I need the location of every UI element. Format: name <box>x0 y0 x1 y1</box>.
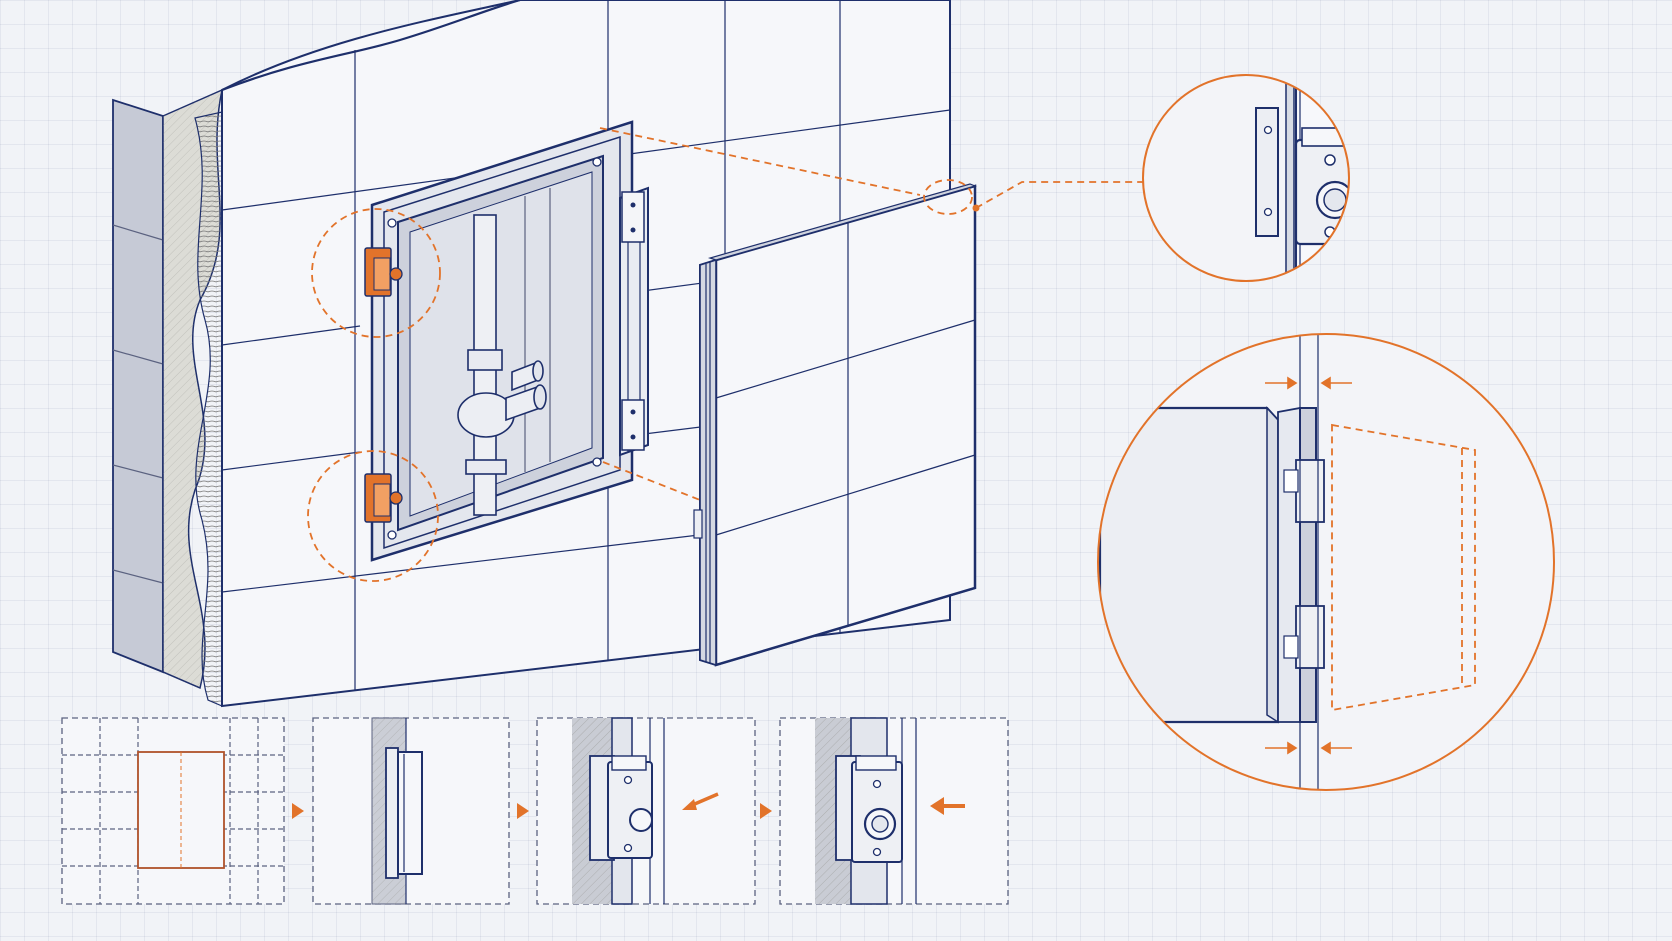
latch-lower-callout <box>307 450 439 582</box>
panel-tile-grid <box>715 222 976 626</box>
mounting-rail <box>619 186 649 457</box>
step-sequence <box>61 717 1009 905</box>
panel-corner-callout <box>923 179 973 215</box>
latch-upper <box>364 247 403 297</box>
step-2-panel <box>312 717 510 905</box>
wall-side-masonry <box>112 98 164 674</box>
tile-access-panel <box>693 179 977 667</box>
plumbing-pipe <box>457 214 547 516</box>
step-arrow-1 <box>292 803 304 819</box>
detail-latch-closeup <box>1142 74 1350 282</box>
masonry-joints <box>112 224 164 584</box>
step-4-panel <box>779 717 1009 905</box>
step-arrow-2 <box>517 803 529 819</box>
leader-lines <box>599 127 1143 501</box>
step-arrow-3 <box>760 803 772 819</box>
latch-lower <box>364 473 403 523</box>
step-3-panel <box>536 717 756 905</box>
hatch-frame <box>370 120 634 562</box>
gap-dimension-arrows <box>1265 376 1352 755</box>
wall-torn-edge <box>221 0 521 92</box>
wall-assembly <box>112 0 951 708</box>
wall-fiber-board <box>194 111 223 707</box>
latch-upper-callout <box>311 208 441 338</box>
detail-section-view <box>1097 333 1555 791</box>
step-1-panel <box>61 717 285 905</box>
